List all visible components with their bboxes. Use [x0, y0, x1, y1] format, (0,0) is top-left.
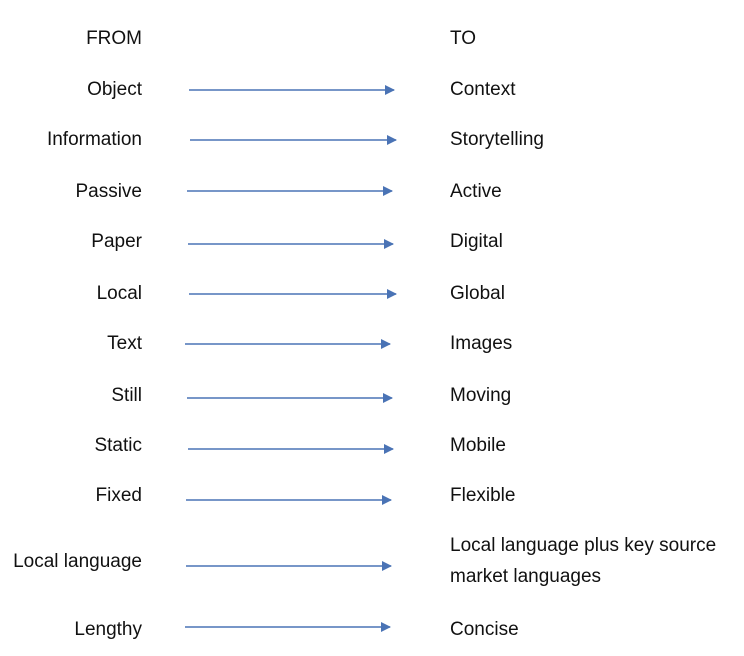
to-label-flexible: Flexible — [450, 485, 516, 506]
from-label-still: Still — [111, 385, 142, 406]
to-label-storytelling: Storytelling — [450, 129, 544, 150]
to-label-local-language-plus: Local language plus key source market la… — [450, 535, 717, 587]
from-label-information: Information — [46, 129, 142, 150]
to-label-mobile: Mobile — [450, 435, 506, 456]
to-label-concise: Concise — [450, 619, 519, 640]
to-label-global: Global — [450, 283, 505, 304]
from-label-object: Object — [87, 79, 142, 100]
to-header: TO — [450, 28, 477, 49]
to-label-context: Context — [450, 79, 516, 100]
from-label-local: Local — [96, 283, 142, 304]
to-label-active: Active — [450, 181, 502, 202]
from-label-text: Text — [107, 333, 142, 354]
from-label-local-language: Local language — [13, 551, 142, 572]
to-label-digital: Digital — [450, 231, 503, 252]
to-label-moving: Moving — [450, 385, 512, 406]
from-label-fixed: Fixed — [95, 485, 142, 506]
from-label-paper: Paper — [91, 231, 142, 252]
from-label-static: Static — [94, 435, 142, 456]
from-label-passive: Passive — [75, 181, 142, 202]
from-label-lengthy: Lengthy — [74, 619, 142, 640]
from-header: FROM — [86, 28, 142, 49]
to-label-images: Images — [450, 333, 513, 354]
